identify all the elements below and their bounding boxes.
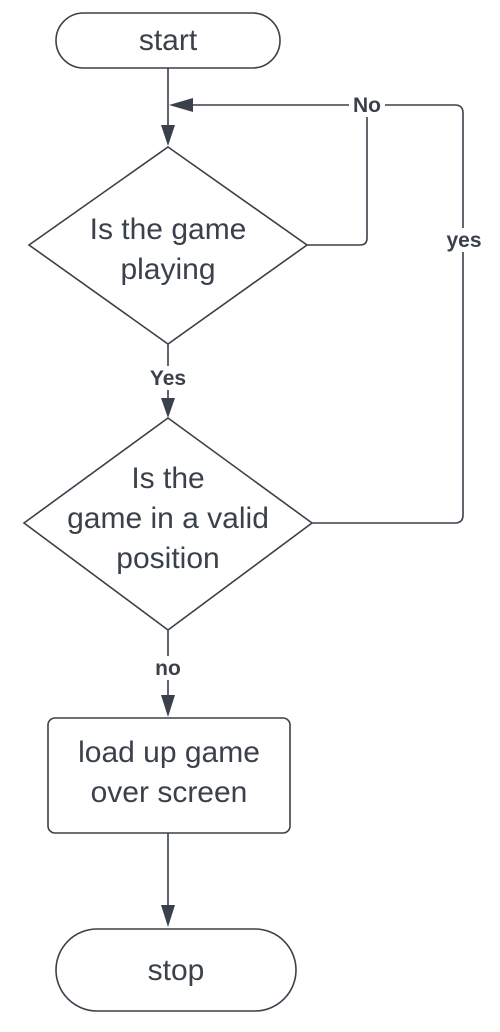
edge-label-yes-down-group: Yes: [143, 366, 193, 390]
edge-label-no-upper: No: [353, 94, 381, 117]
edge-label-yes-right-group: yes: [441, 228, 487, 252]
edge-label-no-lower: no: [155, 657, 181, 680]
edge-label-yes-lower: yes: [446, 229, 481, 252]
node-load-game-over-line-1: load up game: [78, 736, 260, 769]
node-load-game-over-line-2: over screen: [91, 776, 248, 809]
edge-label-no-group: No: [349, 93, 385, 117]
node-is-game-playing: Is the game playing: [27, 146, 309, 345]
node-is-game-playing-line-1: Is the game: [90, 213, 247, 246]
node-load-game-over: load up game over screen: [47, 717, 291, 834]
edge-playing-no-loop: [169, 98, 368, 246]
node-stop-label: stop: [148, 954, 205, 987]
node-start-label: start: [139, 24, 198, 57]
edge-valid-yes-loop: [312, 104, 464, 524]
node-start: start: [55, 12, 281, 69]
node-is-game-playing-line-2: playing: [120, 253, 215, 286]
node-is-game-valid-line-2: game in a valid: [67, 502, 269, 535]
node-stop: stop: [55, 928, 297, 1012]
node-is-game-valid-line-3: position: [116, 542, 219, 575]
edge-label-no-down-group: no: [151, 656, 185, 680]
node-is-game-valid: Is the game in a valid position: [22, 417, 314, 631]
edge-label-yes-upper: Yes: [150, 367, 186, 390]
node-is-game-valid-line-1: Is the: [131, 462, 204, 495]
edge-start-to-playing: [161, 68, 175, 146]
edge-gameover-to-stop: [161, 833, 175, 927]
